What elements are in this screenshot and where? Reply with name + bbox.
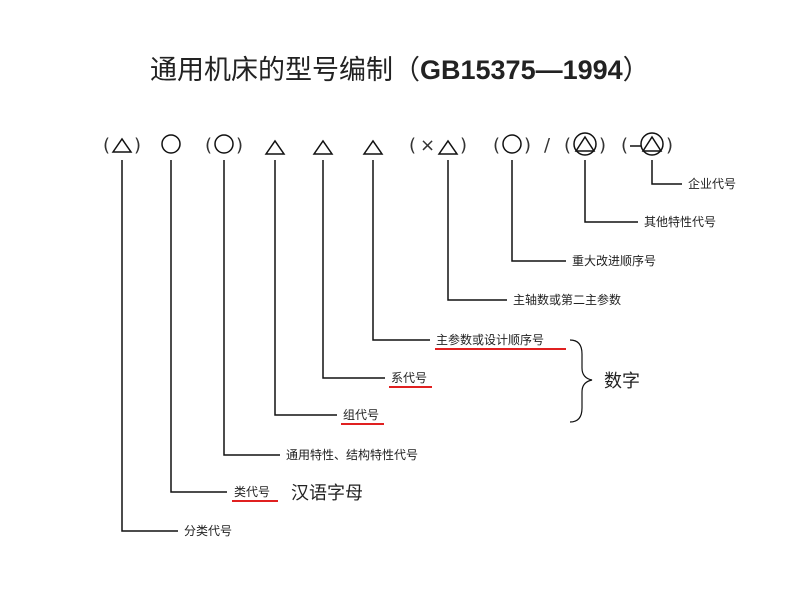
times-sign: × [420,135,435,156]
triangle-series [312,139,334,155]
leader-other-feature [584,160,638,223]
paren-open-other: ( [564,135,571,156]
triangle-classification [111,137,133,153]
label-group-code: 组代号 [343,408,379,422]
title-code: GB15375—1994 [420,55,623,85]
leader-enterprise [651,160,682,185]
triangle-main-param [362,139,384,155]
slash-separator: / [544,135,551,156]
leader-general-feature [223,160,280,456]
circle-enterprise [640,132,664,156]
paren-close-enterprise: ) [666,135,673,156]
triangle-other-feature [574,135,596,152]
leader-main-param [372,160,430,341]
title-close: ） [622,55,650,86]
annotation-pinyin-letters: 汉语字母 [291,483,363,504]
leader-spindle [447,160,507,301]
paren-open-spindle: ( [409,135,416,156]
label-other-feature-code: 其他特性代号 [644,214,716,229]
page-title: 通用机床的型号编制（GB15375—1994） [150,48,650,87]
label-series-code: 系代号 [391,371,427,385]
circle-class [161,134,181,154]
brace-digits [569,339,593,423]
label-spindle-or-second-param: 主轴数或第二主参数 [513,292,621,307]
label-general-structure-feature-code: 通用特性、结构特性代号 [286,447,418,462]
leader-group [274,160,337,416]
circle-major-improvement [502,134,522,154]
leader-class [170,160,227,493]
label-classification-code: 分类代号 [184,524,232,538]
circle-other-feature [573,132,597,156]
triangle-spindle [437,139,459,155]
paren-open-classification: ( [103,135,110,156]
paren-open-enterprise: ( [621,135,628,156]
paren-open-improvement: ( [493,135,500,156]
label-class-code: 类代号 [234,485,270,499]
title-cn: 通用机床的型号编制（ [150,55,420,86]
leader-classification [121,160,178,532]
paren-close-improvement: ) [524,135,531,156]
triangle-enterprise [641,135,663,152]
triangle-group [264,139,286,155]
leader-major-improvement [511,160,566,262]
annotation-digits: 数字 [604,371,640,392]
paren-close-spindle: ) [460,135,467,156]
paren-close-general: ) [236,135,243,156]
paren-open-general: ( [205,135,212,156]
paren-close-classification: ) [134,135,141,156]
leader-series [322,160,385,379]
label-enterprise-code: 企业代号 [688,176,736,191]
paren-close-other: ) [599,135,606,156]
circle-general-feature [214,134,234,154]
label-main-param-or-design-seq: 主参数或设计顺序号 [436,332,544,347]
label-major-improvement-seq: 重大改进顺序号 [572,253,656,268]
